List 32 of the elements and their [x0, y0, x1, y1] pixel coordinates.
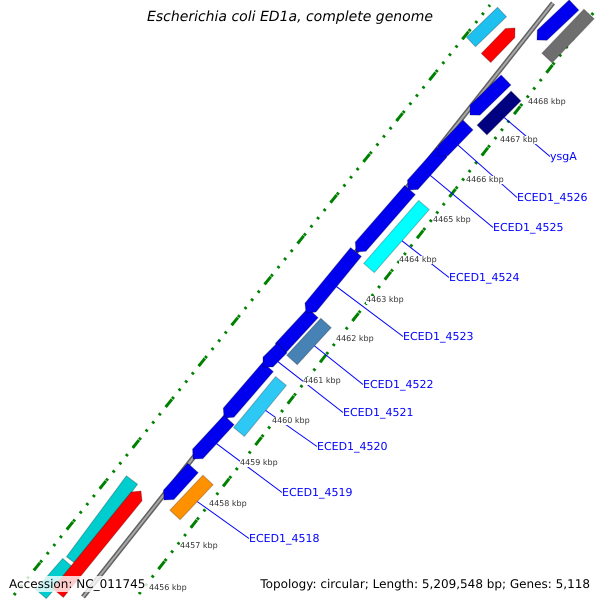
gene-label: ECED1_4520 — [317, 441, 388, 452]
tick-label: 4467 kbp — [500, 136, 538, 144]
gene-label: ECED1_4525 — [493, 222, 564, 233]
gene-label: ECED1_4526 — [517, 192, 588, 203]
gene-label: ECED1_4522 — [363, 379, 434, 390]
gene-label: ECED1_4518 — [249, 533, 320, 544]
leader-line — [458, 144, 518, 198]
gene-feature — [286, 318, 332, 366]
tick-label: 4464 kbp — [399, 256, 437, 264]
tick-label: 4458 kbp — [209, 500, 247, 508]
gene-label: ECED1_4524 — [449, 272, 520, 283]
leader-line — [196, 501, 250, 539]
leader-line — [278, 361, 344, 413]
gene-feature — [407, 146, 448, 191]
leader-line — [336, 286, 404, 337]
gene-label: ECED1_4523 — [403, 331, 474, 342]
leader-line — [430, 175, 494, 228]
tick-label: 4466 kbp — [466, 176, 504, 184]
tick-label: 4456 kbp — [149, 584, 187, 592]
gene-feature — [476, 90, 522, 136]
gene-label: ECED1_4519 — [282, 487, 353, 498]
gene-feature — [192, 414, 235, 460]
leader-line — [314, 345, 364, 385]
leader-line — [216, 443, 282, 493]
title: Escherichia coli ED1a, complete genome — [146, 10, 434, 24]
gene-feature — [262, 342, 288, 368]
gene-feature — [437, 119, 474, 156]
tick-label: 4460 kbp — [272, 417, 310, 425]
gene-label: ECED1_4521 — [343, 407, 414, 418]
gene-feature — [304, 246, 362, 314]
tick-label: 4461 kbp — [303, 377, 341, 385]
gene-label: ysgA — [550, 151, 577, 162]
